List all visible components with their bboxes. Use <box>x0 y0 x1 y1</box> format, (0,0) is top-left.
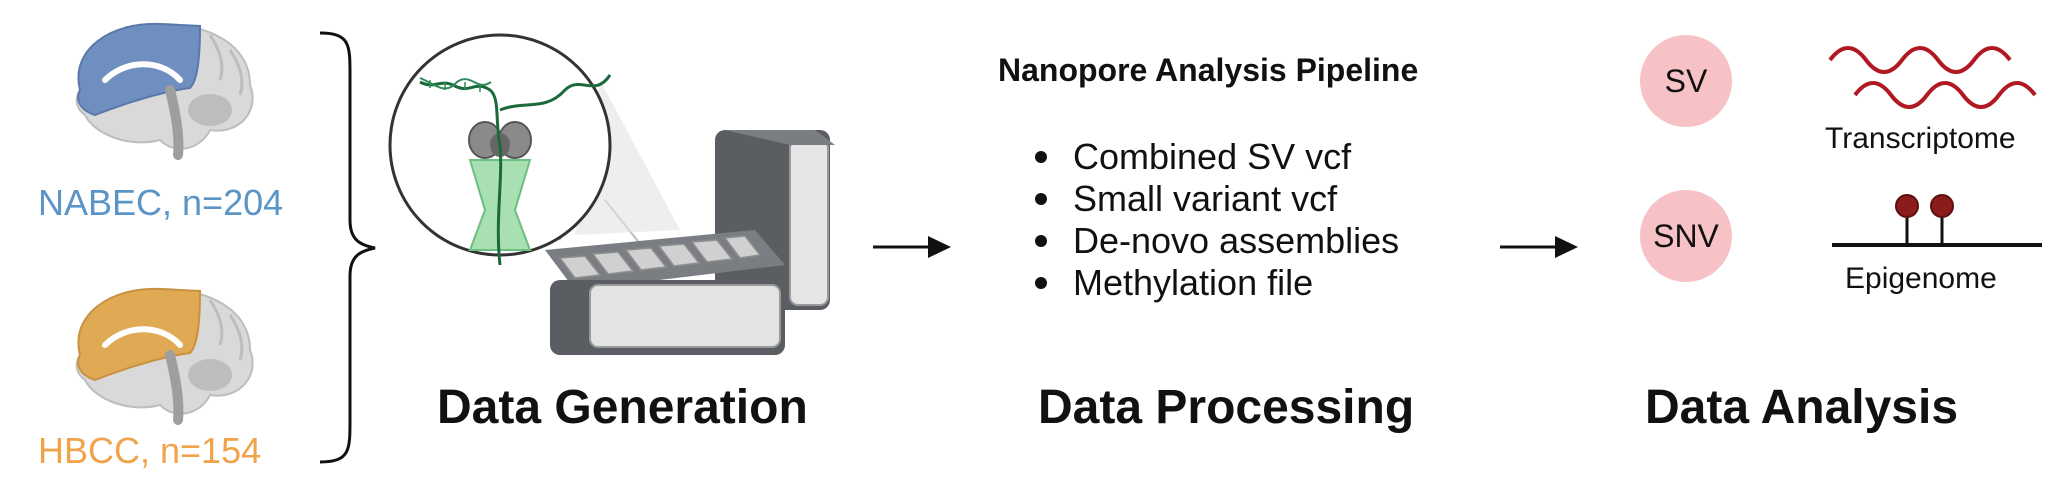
transcriptome-label: Transcriptome <box>1825 122 2016 155</box>
pipeline-title: Nanopore Analysis Pipeline <box>998 52 1419 88</box>
pipeline-output-item: De-novo assemblies <box>1035 220 1399 262</box>
sv-badge: SV <box>1640 35 1732 127</box>
rna-wave-icon <box>1828 46 2037 109</box>
pipeline-output-item: Small variant vcf <box>1035 178 1399 220</box>
arrow-right-icon-1 <box>873 236 951 258</box>
cohort-label-hbcc: HBCC, n=154 <box>38 430 262 471</box>
epigenome-label: Epigenome <box>1845 262 1997 295</box>
brain-icon-hbcc <box>75 287 254 425</box>
stage-title-analysis: Data Analysis <box>1645 381 1959 434</box>
pipeline-output-item: Combined SV vcf <box>1035 136 1399 178</box>
pipeline-output-list: Combined SV vcf Small variant vcf De-nov… <box>1035 136 1399 304</box>
cohort-label-nabec: NABEC, n=204 <box>38 182 284 223</box>
snv-badge: SNV <box>1640 190 1732 282</box>
pipeline-output-item: Methylation file <box>1035 262 1399 304</box>
curly-brace <box>319 31 376 464</box>
stage-title-processing: Data Processing <box>1038 381 1415 434</box>
methylation-lollipop-icon <box>1832 194 2042 247</box>
nanopore-sequencer-illustration <box>388 33 835 355</box>
brain-icon-nabec <box>75 22 254 160</box>
stage-title-generation: Data Generation <box>437 381 808 434</box>
arrow-right-icon-2 <box>1500 236 1578 258</box>
